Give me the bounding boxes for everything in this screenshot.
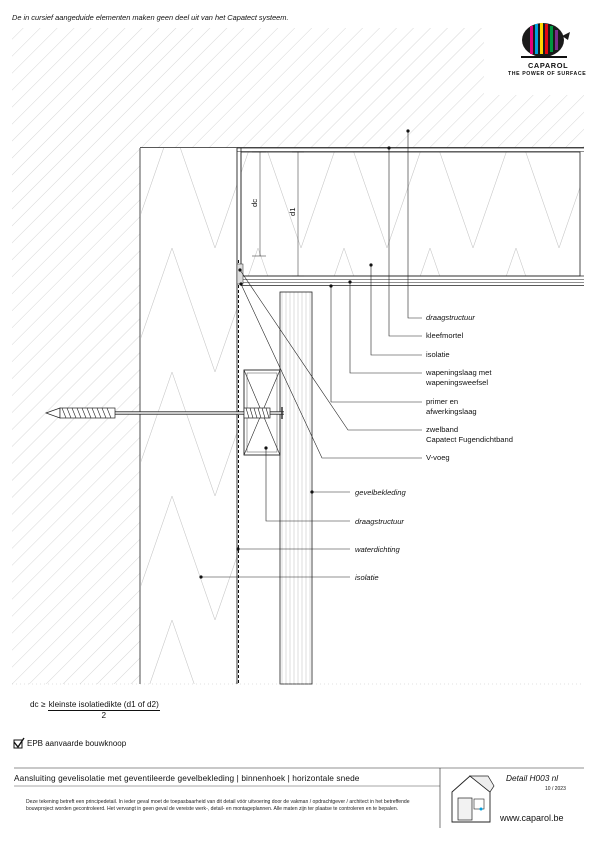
checkbox-icon [13,737,25,749]
formula-denominator: 2 [101,711,107,720]
label-draagstructuur-bottom: draagstructuur [355,517,404,526]
wall-insulation [141,148,237,684]
detail-number: Detail H003 nl [506,773,559,783]
formula-lhs: dc ≥ [30,700,46,709]
label-fugendichtband: Capatect Fugendichtband [426,435,513,444]
anchor-screw [44,407,284,419]
leader-lines [201,131,422,578]
label-gevelbekleding: gevelbekleding [355,488,406,497]
disclaimer: Deze tekening betreft een principedetail… [26,799,410,812]
logo-brand: CAPAROL [528,61,569,70]
formula: dc ≥ kleinste isolatiedikte (d1 of d2) 2 [30,700,160,720]
house-icon [451,775,495,823]
label-zwelband: zwelband [426,425,458,434]
label-afwerkingslaag: afwerkingslaag [426,407,477,416]
leader-dots [199,129,410,579]
formula-numerator: kleinste isolatiedikte (d1 of d2) [47,700,160,711]
caparol-logo-icon [521,23,570,58]
website-link[interactable]: www.caparol.be [500,813,564,823]
dim-dc: dc [250,199,259,207]
label-v-voeg: V-voeg [426,453,450,462]
label-wapeningsweefsel: wapeningsweefsel [425,378,488,387]
label-primer: primer en [426,397,458,406]
epb-label: EPB aanvaarde bouwknoop [27,739,127,748]
label-kleefmortel: kleefmortel [426,331,463,340]
dimension-lines [252,151,304,277]
footer-title: Aansluiting gevelisolatie met geventilee… [14,773,360,783]
label-draagstructuur-top: draagstructuur [426,313,475,322]
top-right-hatch [484,95,584,148]
label-isolatie: isolatie [426,350,450,359]
dim-d1: d1 [288,208,297,216]
etics-insulation [241,152,580,276]
logo-tagline: THE POWER OF SURFACE [508,71,587,77]
top-hatch [12,28,484,148]
header-note: De in cursief aangeduide elementen maken… [12,13,289,22]
cladding-board [280,292,312,684]
label-isolatie-wall: isolatie [355,573,379,582]
label-waterdichting: waterdichting [355,545,401,554]
label-wapeningslaag: wapeningslaag met [425,368,492,377]
detail-date: 10 / 2023 [545,786,566,792]
